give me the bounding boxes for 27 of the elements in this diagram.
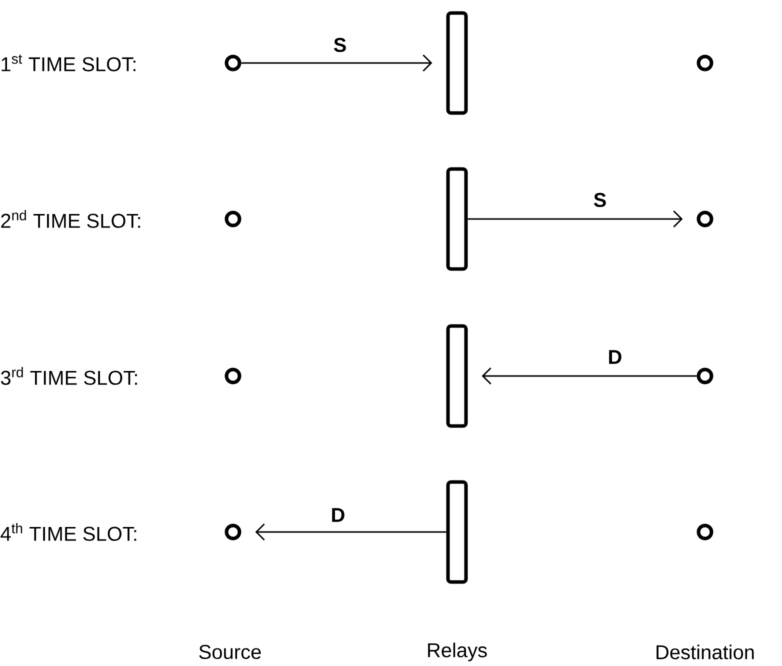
- circle-node: [696, 368, 714, 384]
- edge-label: D: [609, 350, 622, 364]
- row-label: 3$^{rd}$ TIME SLOT:: [0, 367, 137, 385]
- circle-node: [696, 54, 714, 72]
- relay-box: [446, 167, 468, 271]
- column-label: Relays: [428, 642, 487, 662]
- circle-node: [696, 210, 714, 228]
- edge-label: D: [332, 508, 344, 522]
- circle-node: [224, 54, 242, 72]
- arrow: [468, 210, 683, 228]
- column-label: Destination: [656, 644, 754, 660]
- row-label: 2$^{nd}$ TIME SLOT:: [1, 210, 140, 228]
- relay-box: [446, 480, 468, 584]
- circle-node: [224, 210, 242, 228]
- circle-node: [224, 524, 242, 540]
- edge-label: S: [594, 192, 606, 208]
- edge-label: S: [334, 38, 346, 52]
- circle-node: [224, 368, 242, 384]
- arrow: [482, 367, 697, 385]
- relay-box: [446, 11, 468, 115]
- row-label: 4$^{th}$ TIME SLOT:: [0, 523, 136, 541]
- column-label: Source: [199, 644, 261, 660]
- arrow: [255, 523, 446, 541]
- arrow: [241, 54, 432, 72]
- circle-node: [696, 524, 714, 540]
- row-label: 1$^{st}$ TIME SLOT:: [2, 54, 136, 72]
- relay-box: [446, 324, 468, 428]
